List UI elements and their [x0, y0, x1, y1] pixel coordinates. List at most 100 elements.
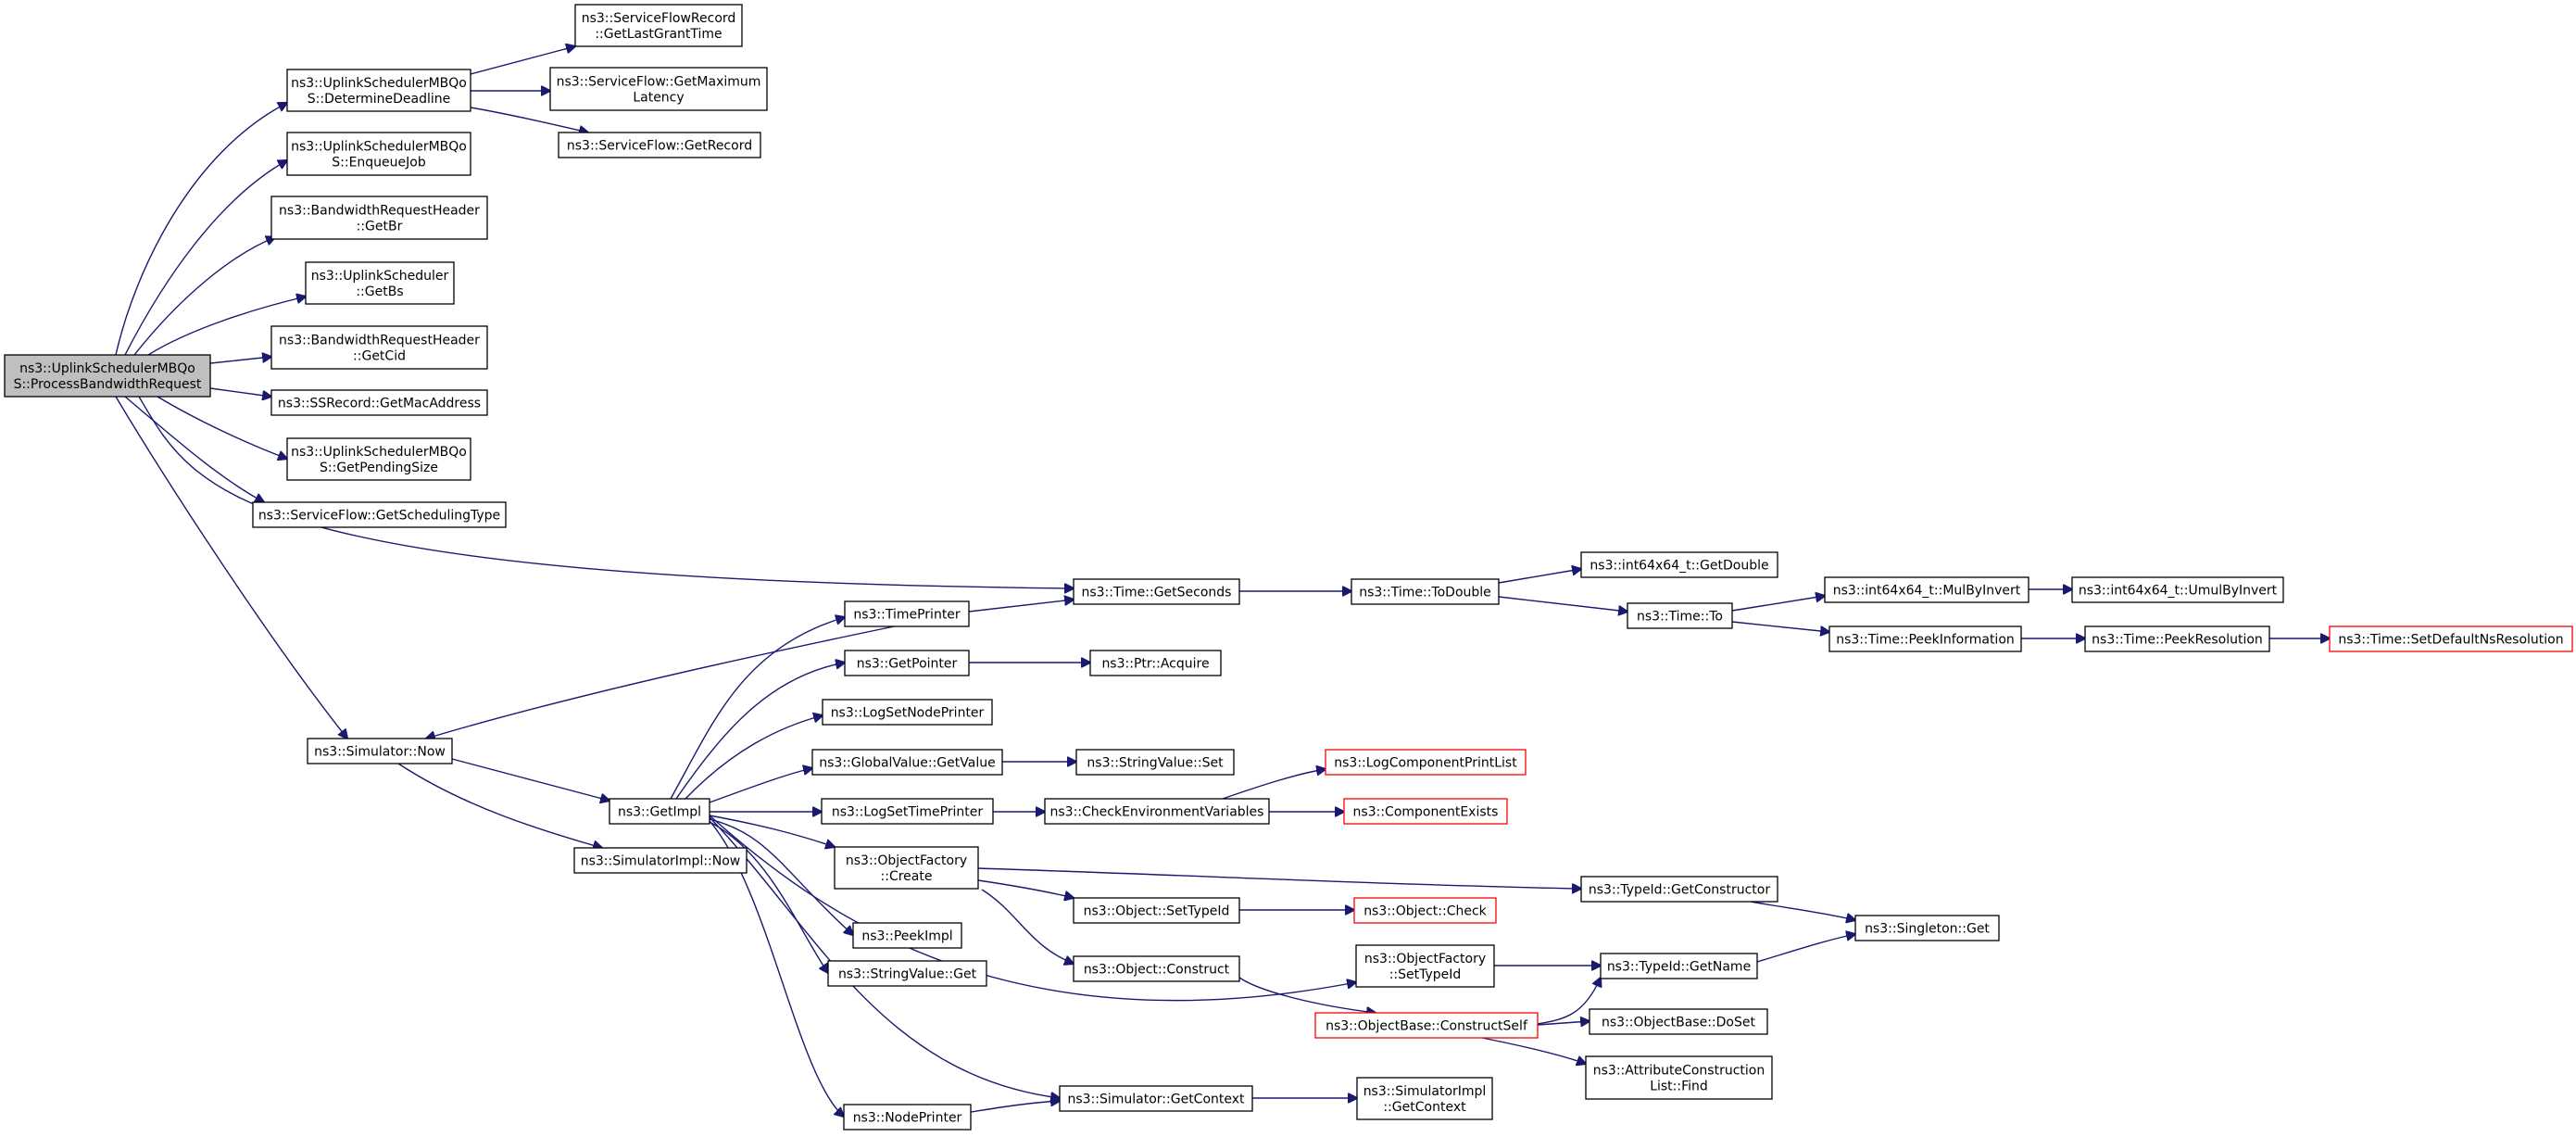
node-simulator-get-context[interactable]: ns3::Simulator::GetContext [1059, 1085, 1253, 1112]
call-edge [133, 237, 275, 356]
call-edge [709, 815, 835, 847]
node-node-printer[interactable]: ns3::NodePrinter [843, 1104, 972, 1131]
node-object-set-type-id[interactable]: ns3::Object::SetTypeId [1073, 897, 1240, 924]
node-label: ns3::BandwidthRequestHeader [279, 334, 480, 348]
node-box [1073, 578, 1240, 605]
node-time-printer[interactable]: ns3::TimePrinter [844, 600, 970, 627]
node-box [843, 1104, 972, 1131]
node-time-to[interactable]: ns3::Time::To [1627, 602, 1733, 629]
node-box [822, 699, 993, 726]
node-get-scheduling-type[interactable]: ns3::ServiceFlow::GetSchedulingType [252, 501, 507, 528]
node-label: ::GetBs [356, 284, 403, 299]
node-get-mac-address[interactable]: ns3::SSRecord::GetMacAddress [270, 389, 488, 416]
node-time-get-seconds[interactable]: ns3::Time::GetSeconds [1073, 578, 1240, 605]
node-peek-resolution[interactable]: ns3::Time::PeekResolution [2084, 625, 2270, 652]
node-box [834, 846, 979, 890]
node-box [1073, 955, 1240, 982]
node-get-record[interactable]: ns3::ServiceFlow::GetRecord [558, 132, 761, 158]
node-string-value-set[interactable]: ns3::StringValue::Set [1075, 749, 1235, 776]
call-edge [451, 758, 609, 801]
call-edge [470, 107, 588, 133]
call-edge [709, 768, 812, 803]
node-ptr-acquire[interactable]: ns3::Ptr::Acquire [1089, 650, 1222, 676]
node-label: ns3::ComponentExists [1353, 805, 1499, 820]
node-singleton-get[interactable]: ns3::Singleton::Get [1854, 915, 2000, 941]
node-label: ns3::GlobalValue::GetValue [819, 756, 995, 771]
node-label: ns3::LogSetNodePrinter [831, 706, 985, 721]
node-peek-information[interactable]: ns3::Time::PeekInformation [1828, 625, 2022, 652]
node-string-value-get[interactable]: ns3::StringValue::Get [827, 960, 987, 987]
node-label: ns3::ServiceFlow::GetMaximum [557, 75, 761, 90]
node-log-set-node-printer[interactable]: ns3::LogSetNodePrinter [822, 699, 993, 726]
node-component-exists[interactable]: ns3::ComponentExists [1343, 798, 1508, 825]
node-get-last-grant-time[interactable]: ns3::ServiceFlowRecord::GetLastGrantTime [574, 4, 743, 47]
node-get-impl[interactable]: ns3::GetImpl [609, 798, 710, 825]
call-edge [709, 821, 828, 973]
node-object-factory-set-type-id[interactable]: ns3::ObjectFactory::SetTypeId [1355, 944, 1495, 988]
node-box [270, 389, 488, 416]
node-simulator-now[interactable]: ns3::Simulator::Now [307, 738, 453, 764]
node-label: ns3::ObjectBase::ConstructSelf [1326, 1019, 1528, 1034]
node-box [844, 600, 970, 627]
node-umul-by-invert[interactable]: ns3::int64x64_t::UmulByInvert [2071, 576, 2284, 603]
node-construct-self[interactable]: ns3::ObjectBase::ConstructSelf [1314, 1012, 1539, 1039]
node-label: ns3::LogComponentPrintList [1334, 756, 1517, 771]
node-box [286, 69, 471, 112]
node-global-value-get-value[interactable]: ns3::GlobalValue::GetValue [811, 749, 1003, 776]
node-box [2084, 625, 2270, 652]
node-box [1353, 897, 1497, 924]
node-get-pointer[interactable]: ns3::GetPointer [844, 650, 970, 676]
node-label: ns3::TypeId::GetName [1607, 960, 1751, 975]
call-edge [981, 889, 1074, 964]
call-edge [1537, 1021, 1590, 1025]
node-simulator-impl-get-context[interactable]: ns3::SimulatorImpl::GetContext [1356, 1077, 1493, 1120]
node-object-base-do-set[interactable]: ns3::ObjectBase::DoSet [1589, 1008, 1768, 1035]
node-box [1828, 625, 2022, 652]
node-box [609, 798, 710, 825]
node-object-construct[interactable]: ns3::Object::Construct [1073, 955, 1240, 982]
node-box [270, 196, 488, 240]
node-box [574, 4, 743, 47]
node-box [1580, 551, 1778, 578]
node-get-br[interactable]: ns3::BandwidthRequestHeader::GetBr [270, 196, 488, 240]
call-edge [675, 663, 845, 800]
node-get-bs[interactable]: ns3::UplinkScheduler::GetBs [305, 261, 455, 305]
node-set-default-ns-resolution[interactable]: ns3::Time::SetDefaultNsResolution [2329, 625, 2573, 652]
node-determine-deadline[interactable]: ns3::UplinkSchedulerMBQoS::DetermineDead… [286, 69, 471, 112]
node-label: ns3::SimulatorImpl::Now [581, 854, 741, 869]
node-type-id-get-name[interactable]: ns3::TypeId::GetName [1600, 953, 1758, 979]
node-check-environment-variables[interactable]: ns3::CheckEnvironmentVariables [1044, 798, 1270, 825]
call-edge [209, 357, 271, 364]
node-log-set-time-printer[interactable]: ns3::LogSetTimePrinter [821, 798, 994, 825]
node-get-pending-size[interactable]: ns3::UplinkSchedulerMBQoS::GetPendingSiz… [286, 437, 471, 481]
call-edge [977, 867, 1581, 889]
call-edge [397, 763, 602, 848]
node-simulator-impl-now[interactable]: ns3::SimulatorImpl::Now [573, 847, 748, 874]
node-int64-get-double[interactable]: ns3::int64x64_t::GetDouble [1580, 551, 1778, 578]
node-mul-by-invert[interactable]: ns3::int64x64_t::MulByInvert [1824, 576, 2029, 603]
node-peek-impl[interactable]: ns3::PeekImpl [852, 922, 962, 949]
node-label: List::Find [1650, 1080, 1708, 1094]
node-label: ns3::ObjectBase::DoSet [1602, 1016, 1755, 1030]
node-get-cid[interactable]: ns3::BandwidthRequestHeader::GetCid [270, 325, 488, 370]
node-label: ns3::Time::ToDouble [1359, 586, 1491, 600]
node-object-check[interactable]: ns3::Object::Check [1353, 897, 1497, 924]
node-log-component-print-list[interactable]: ns3::LogComponentPrintList [1325, 749, 1527, 776]
node-label: ns3::PeekImpl [861, 929, 952, 944]
node-object-factory-create[interactable]: ns3::ObjectFactory::Create [834, 846, 979, 890]
node-time-to-double[interactable]: ns3::Time::ToDouble [1351, 578, 1500, 605]
node-root[interactable]: ns3::UplinkSchedulerMBQoS::ProcessBandwi… [4, 354, 211, 398]
node-type-id-get-constructor[interactable]: ns3::TypeId::GetConstructor [1580, 876, 1778, 903]
node-label: ns3::UplinkSchedulerMBQo [291, 76, 467, 91]
call-edge [685, 715, 823, 800]
node-box [1075, 749, 1235, 776]
function-nodes: ns3::UplinkSchedulerMBQoS::ProcessBandwi… [4, 4, 2573, 1131]
node-box [821, 798, 994, 825]
call-edge [115, 396, 347, 739]
node-label: ns3::BandwidthRequestHeader [279, 204, 480, 219]
node-label: ns3::LogSetTimePrinter [832, 805, 984, 820]
node-box [1589, 1008, 1768, 1035]
